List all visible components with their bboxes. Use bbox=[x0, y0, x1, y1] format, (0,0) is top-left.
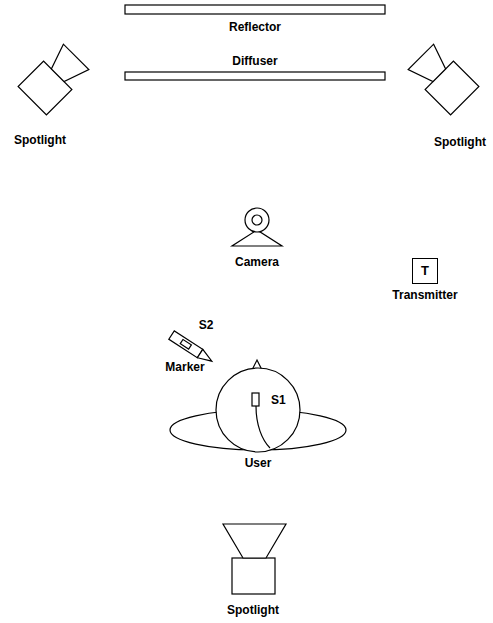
diffuser-bar bbox=[125, 72, 385, 80]
part-label: Marker bbox=[165, 360, 204, 374]
part-label: Spotlight bbox=[227, 603, 279, 617]
box-caption: Transmitter bbox=[392, 288, 457, 302]
spotlight-symbol bbox=[18, 43, 90, 115]
part-label: Diffuser bbox=[232, 54, 277, 68]
part-label: Spotlight bbox=[434, 135, 486, 149]
spotlight-symbol bbox=[407, 43, 479, 115]
part-label: Spotlight bbox=[14, 133, 66, 147]
camera-symbol bbox=[232, 208, 282, 246]
box-letter: T bbox=[413, 259, 437, 282]
part-label: S2 bbox=[199, 318, 214, 332]
reflector-bar bbox=[125, 5, 385, 14]
part-label: Camera bbox=[235, 255, 279, 269]
part-label: Reflector bbox=[229, 20, 281, 34]
spotlight-symbol bbox=[223, 524, 286, 594]
part-label: User bbox=[245, 456, 272, 470]
transmitter-box: TTransmitter bbox=[412, 258, 438, 284]
part-label: S1 bbox=[271, 393, 286, 407]
